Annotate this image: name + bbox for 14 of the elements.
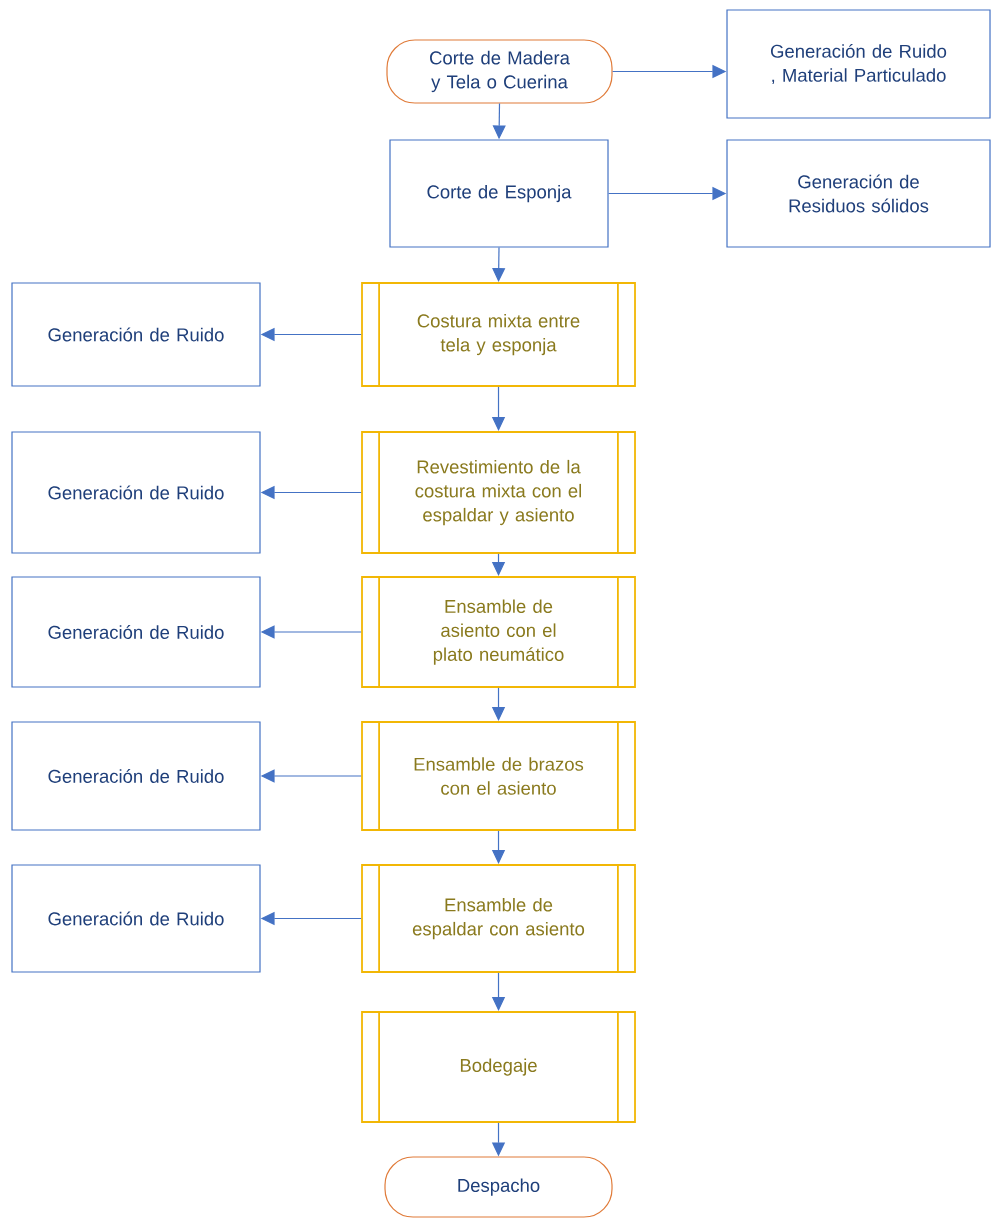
process-box: Generación de Ruido bbox=[11, 721, 261, 831]
process-box: Generación de Ruido bbox=[11, 576, 261, 688]
predefined-process-box: Revestimiento de la costura mixta con el espaldar y asiento bbox=[361, 430, 636, 555]
predefined-process-box: Bodegaje bbox=[361, 1010, 636, 1124]
process-box: Generación de Ruido bbox=[11, 431, 261, 554]
process-box: Generación de Ruido bbox=[11, 864, 261, 973]
predefined-process-box: Ensamble de espaldar con asiento bbox=[361, 863, 636, 974]
process-box: Corte de Esponja bbox=[389, 139, 609, 248]
predefined-process-box: Ensamble de asiento con el plato neumático bbox=[361, 575, 636, 689]
process-box: Generación de Ruido , Material Particulado bbox=[726, 9, 991, 119]
predefined-process-box: Costura mixta entre tela y esponja bbox=[361, 281, 636, 388]
predefined-process-box: Ensamble de brazos con el asiento bbox=[361, 720, 636, 832]
process-box: Generación de Ruido bbox=[11, 282, 261, 387]
process-box: Generación de Residuos sólidos bbox=[726, 139, 991, 248]
